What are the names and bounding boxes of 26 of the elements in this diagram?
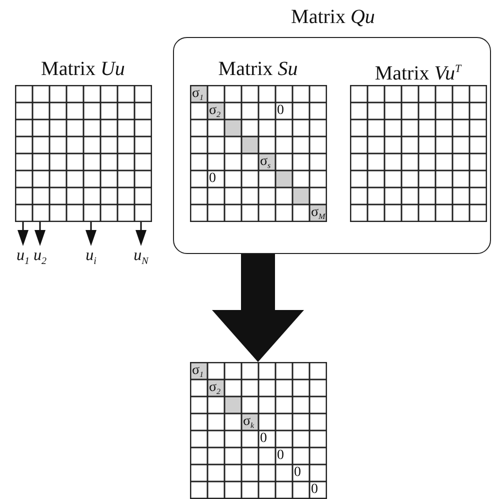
matrix-entry: σ$_{k}$ bbox=[242, 414, 256, 430]
arrow bbox=[86, 221, 96, 246]
arrow bbox=[34, 221, 46, 246]
matrix-entry: 0 bbox=[259, 431, 268, 447]
matrix-entry: σ$_{1}$ bbox=[191, 86, 205, 102]
arrow bbox=[136, 221, 146, 246]
matrix-entry: σ$_{M}$ bbox=[310, 205, 326, 221]
vector-label: u$_{2}$ bbox=[30, 246, 50, 272]
matrix-entry: σ$_{2}$ bbox=[208, 380, 222, 396]
block-arrow bbox=[212, 254, 304, 362]
matrix-title: Matrix Vu$^{T}$ bbox=[374, 62, 463, 86]
matrix-title: Matrix Uu bbox=[40, 57, 126, 81]
arrow bbox=[18, 221, 28, 246]
matrix-entry: 0 bbox=[276, 103, 285, 119]
matrix-entry: σ$_{2}$ bbox=[208, 103, 222, 119]
matrix-entry: σ$_{s}$ bbox=[259, 154, 272, 170]
matrix-title: Matrix Su bbox=[217, 57, 299, 81]
vector-label: u$_{i}$ bbox=[81, 246, 101, 272]
matrix-entry: 0 bbox=[276, 448, 285, 464]
matrix-entry: 0 bbox=[208, 171, 217, 187]
matrix-entry: 0 bbox=[293, 465, 302, 481]
matrix-entry: σ$_{1}$ bbox=[191, 363, 205, 379]
matrix-entry: 0 bbox=[310, 482, 319, 498]
vector-label: u$_{1}$ bbox=[13, 246, 33, 272]
group-title: Matrix Qu bbox=[290, 5, 376, 29]
vector-label: u$_{N}$ bbox=[131, 246, 151, 272]
